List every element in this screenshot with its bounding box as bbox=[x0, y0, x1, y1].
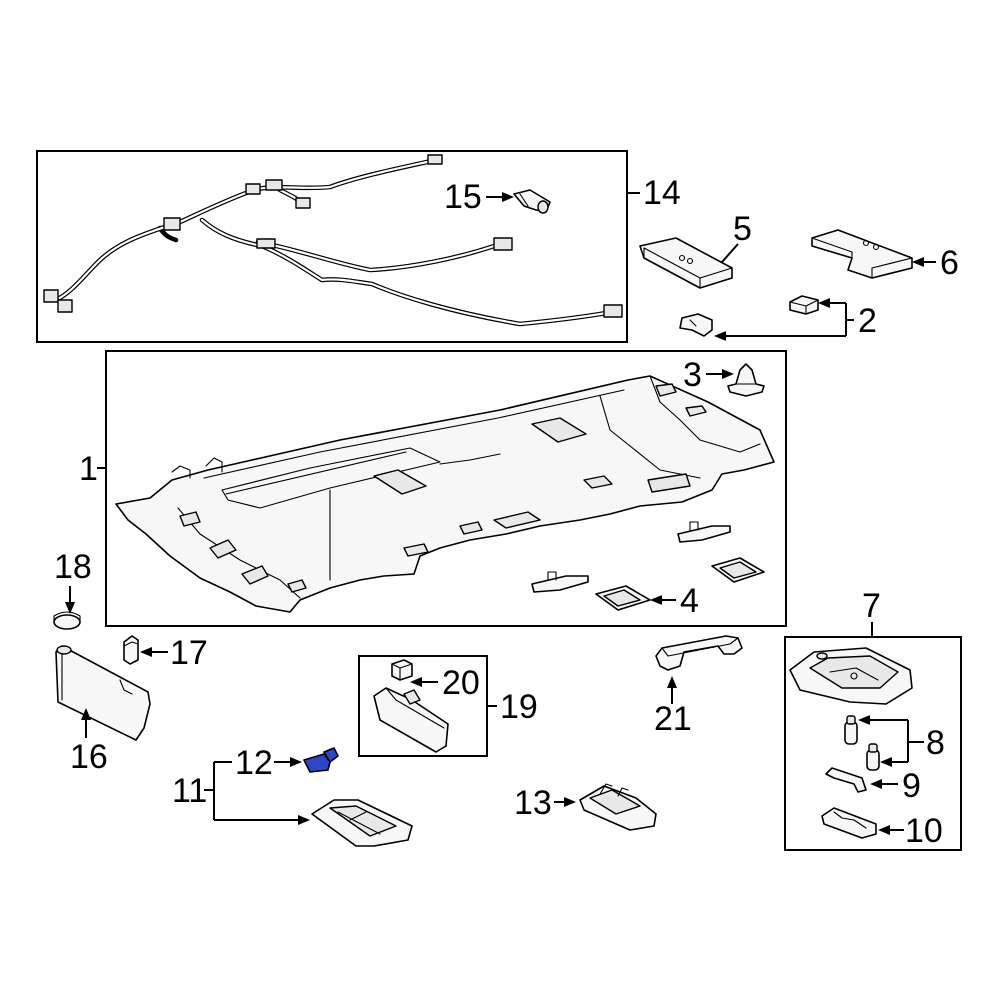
callout-8: 8 bbox=[926, 724, 945, 762]
visor-cap[interactable] bbox=[53, 611, 81, 630]
harness-group-box bbox=[36, 150, 628, 343]
headliner-group-box bbox=[105, 350, 787, 627]
visor-holder[interactable] bbox=[373, 687, 449, 753]
callout-9: 9 bbox=[902, 767, 921, 805]
wire-harness[interactable] bbox=[43, 154, 623, 327]
bulb-socket[interactable] bbox=[513, 189, 551, 214]
callout-3: 3 bbox=[683, 356, 702, 394]
callout-18: 18 bbox=[54, 548, 92, 586]
visor-clip[interactable] bbox=[123, 635, 139, 665]
headliner[interactable] bbox=[115, 375, 775, 613]
overhead-console[interactable] bbox=[789, 647, 913, 705]
holder-clip[interactable] bbox=[391, 659, 413, 681]
callout-13: 13 bbox=[514, 784, 552, 822]
callout-21: 21 bbox=[654, 700, 692, 738]
callout-11: 11 bbox=[172, 772, 207, 810]
pad-bracket[interactable] bbox=[811, 229, 913, 279]
console-clip[interactable] bbox=[825, 767, 867, 793]
pad[interactable] bbox=[639, 237, 733, 289]
callout-19: 19 bbox=[500, 688, 538, 726]
callout-10: 10 bbox=[905, 812, 943, 850]
clip-block[interactable] bbox=[789, 295, 819, 315]
console-bulb-upper[interactable] bbox=[844, 715, 858, 745]
callout-15: 15 bbox=[444, 178, 482, 216]
callout-4: 4 bbox=[680, 582, 699, 620]
callout-2: 2 bbox=[858, 302, 877, 340]
highlighted-bulb[interactable] bbox=[303, 747, 339, 773]
callout-5: 5 bbox=[733, 210, 752, 248]
callout-7: 7 bbox=[862, 587, 881, 625]
callout-14: 14 bbox=[643, 174, 681, 212]
leader-lines bbox=[65, 192, 936, 835]
sun-visor[interactable] bbox=[55, 645, 151, 741]
callout-20: 20 bbox=[442, 664, 480, 702]
callout-6: 6 bbox=[940, 244, 959, 282]
map-lamp-assembly[interactable] bbox=[311, 799, 413, 847]
bracket[interactable] bbox=[679, 313, 713, 337]
callout-17: 17 bbox=[170, 634, 208, 672]
callout-12: 12 bbox=[235, 744, 273, 782]
dome-lamp[interactable] bbox=[579, 783, 657, 831]
console-lens[interactable] bbox=[821, 807, 877, 839]
callout-labels: 1 2 3 4 5 6 7 8 9 10 11 12 13 14 15 16 1… bbox=[54, 174, 959, 850]
assist-handle-holder[interactable] bbox=[531, 521, 765, 611]
callout-1: 1 bbox=[79, 450, 98, 488]
callout-16: 16 bbox=[70, 738, 108, 776]
push-clip[interactable] bbox=[727, 363, 765, 397]
assist-grab-handle[interactable] bbox=[655, 635, 743, 671]
console-bulb-lower[interactable] bbox=[866, 743, 880, 771]
